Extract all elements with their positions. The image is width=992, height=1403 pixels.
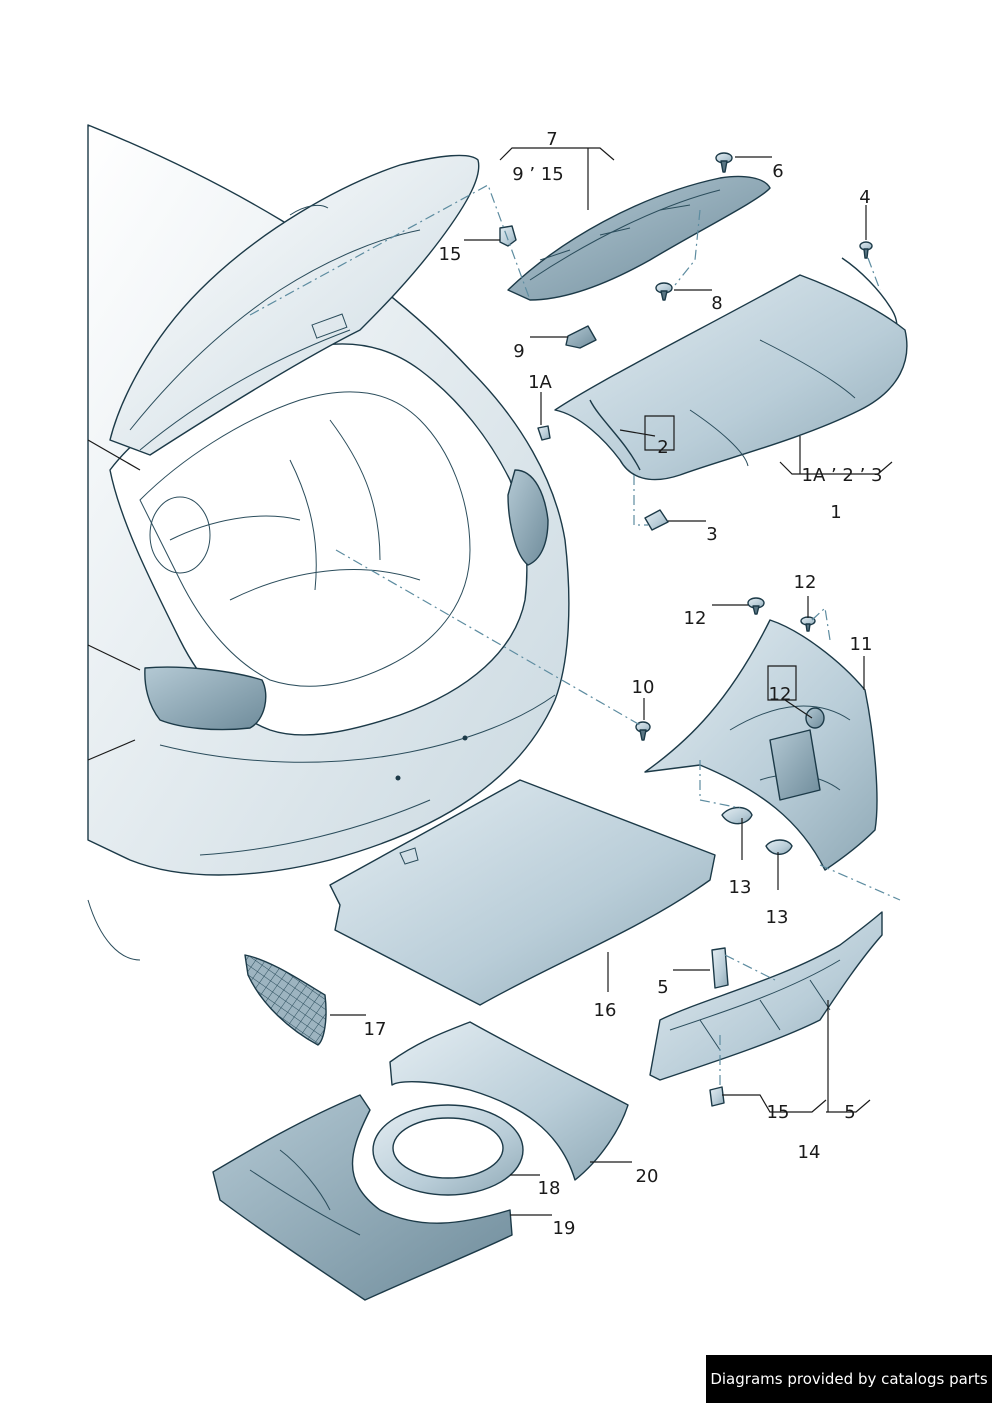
callout-19: 19 (553, 1218, 576, 1239)
part-13-hook-b (765, 839, 793, 855)
part-3-clip (644, 509, 669, 531)
part-10-clip (635, 721, 651, 741)
callout-8: 8 (711, 293, 722, 314)
part-15-clip-bottom (709, 1086, 725, 1107)
part-8-screw (655, 282, 673, 301)
callout-15-bottom: 15 (767, 1102, 790, 1123)
part-16-mat-tab (399, 847, 419, 865)
callout-15-top: 15 (439, 244, 462, 265)
part-17-net (244, 954, 327, 1046)
car-rear-body (87, 124, 570, 961)
callout-1A: 1A (528, 372, 552, 393)
callout-10: 10 (632, 677, 655, 698)
part-4-screw (859, 241, 873, 259)
callout-1: 1 (830, 502, 841, 523)
part-11-side-trim (644, 619, 878, 871)
callout-13-a: 13 (729, 877, 752, 898)
part-15-clip-top (499, 225, 517, 247)
callout-13-b: 13 (766, 907, 789, 928)
credit-banner[interactable]: Diagrams provided by catalogs parts (706, 1355, 992, 1403)
alignment-lines (249, 184, 901, 1085)
part-18-ring (372, 1104, 524, 1196)
part-16-floor-mat (329, 779, 716, 1006)
callout-9: 9 (513, 341, 524, 362)
callout-11: 11 (850, 634, 873, 655)
part-14-sill-trim (649, 911, 883, 1081)
callout-9-15: 9 ’ 15 (512, 164, 564, 185)
part-13-hook-a (721, 806, 753, 825)
callout-3: 3 (706, 524, 717, 545)
part-6-screw (715, 152, 733, 173)
part-19-tray (212, 1094, 513, 1301)
part-5-clip (711, 947, 729, 989)
callout-4: 4 (859, 187, 870, 208)
part-1-parcel-shelf (554, 274, 908, 481)
part-12-clip-c (805, 707, 825, 729)
callout-7: 7 (546, 129, 557, 150)
callout-20: 20 (636, 1166, 659, 1187)
part-9-button (565, 325, 597, 349)
callout-5-b: 5 (844, 1102, 855, 1123)
part-7-panel-trim (507, 175, 771, 301)
callout-14: 14 (798, 1142, 821, 1163)
part-20-spare-trim (389, 1021, 629, 1181)
callout-17: 17 (364, 1019, 387, 1040)
part-12-clip-a (747, 597, 765, 615)
callout-5-a: 5 (657, 977, 668, 998)
part-1A-clip (537, 425, 551, 441)
callout-12-b: 12 (684, 608, 707, 629)
callout-2: 2 (657, 437, 668, 458)
callout-12-a: 12 (794, 572, 817, 593)
callout-18: 18 (538, 1178, 561, 1199)
callout-12-c: 12 (769, 684, 792, 705)
callout-1A-2-3: 1A ’ 2 ’ 3 (802, 465, 883, 486)
callout-6: 6 (772, 161, 783, 182)
callout-16: 16 (594, 1000, 617, 1021)
leader-lines (330, 147, 893, 1216)
